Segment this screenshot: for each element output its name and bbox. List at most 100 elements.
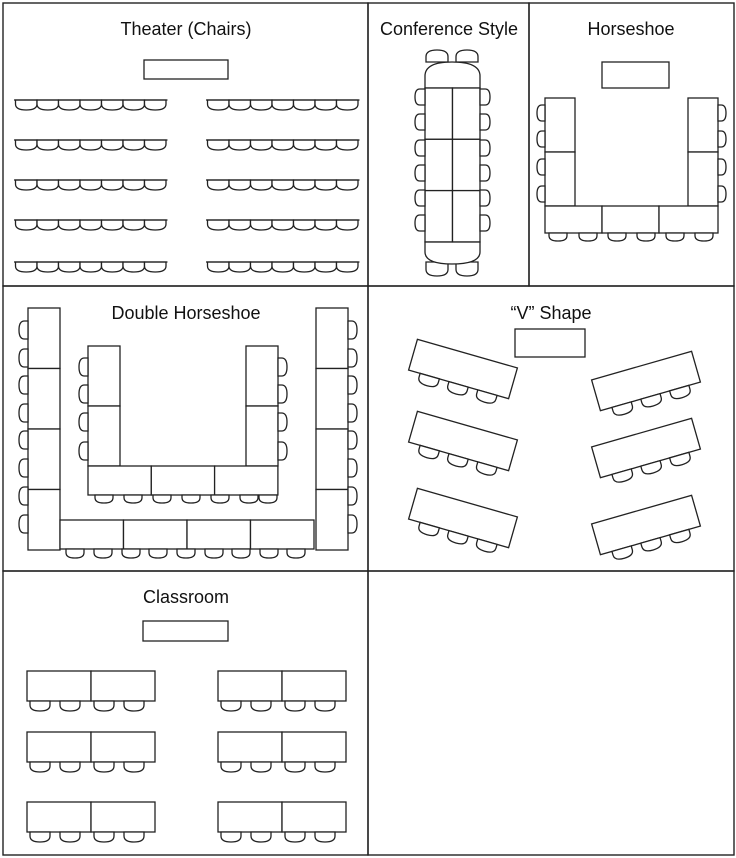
chair bbox=[122, 219, 146, 231]
chair bbox=[181, 494, 201, 504]
chair bbox=[347, 514, 358, 534]
table bbox=[544, 97, 576, 153]
chair bbox=[123, 761, 145, 773]
chair bbox=[29, 761, 51, 773]
chair bbox=[79, 219, 103, 231]
chair bbox=[347, 403, 358, 423]
chair bbox=[228, 261, 252, 273]
table bbox=[217, 670, 283, 702]
chair bbox=[18, 348, 29, 368]
table bbox=[27, 307, 61, 370]
chair bbox=[611, 401, 634, 416]
table bbox=[26, 801, 92, 833]
chair bbox=[122, 139, 146, 151]
chair bbox=[668, 384, 691, 400]
chair bbox=[18, 375, 29, 395]
chair bbox=[57, 99, 81, 111]
chair bbox=[475, 389, 498, 404]
table bbox=[544, 205, 603, 234]
chair bbox=[347, 348, 358, 368]
chair bbox=[536, 130, 546, 148]
chair bbox=[93, 831, 115, 843]
table bbox=[424, 189, 454, 243]
chair bbox=[536, 104, 546, 122]
table bbox=[59, 519, 125, 550]
chair bbox=[206, 139, 230, 151]
v-table-group bbox=[590, 350, 702, 416]
chair bbox=[259, 548, 279, 559]
chair bbox=[123, 494, 143, 504]
chair bbox=[314, 831, 336, 843]
table bbox=[601, 205, 660, 234]
chair bbox=[475, 538, 498, 553]
table bbox=[213, 465, 279, 496]
chair bbox=[228, 219, 252, 231]
chair bbox=[36, 261, 60, 273]
chair bbox=[206, 219, 230, 231]
chair bbox=[206, 261, 230, 273]
table bbox=[245, 345, 279, 407]
chair bbox=[123, 700, 145, 712]
chair bbox=[249, 139, 273, 151]
table bbox=[658, 205, 719, 234]
chair bbox=[277, 357, 288, 377]
chair bbox=[314, 261, 338, 273]
chair bbox=[717, 130, 727, 148]
chair bbox=[277, 441, 288, 461]
chair bbox=[59, 761, 81, 773]
table bbox=[87, 465, 152, 496]
table bbox=[217, 731, 283, 763]
chair bbox=[418, 372, 441, 388]
chair bbox=[143, 139, 167, 151]
chair bbox=[284, 831, 306, 843]
chair bbox=[314, 219, 338, 231]
chair bbox=[122, 179, 146, 191]
chair bbox=[271, 139, 295, 151]
chair bbox=[65, 548, 85, 559]
chair bbox=[479, 88, 491, 106]
chair bbox=[231, 548, 251, 559]
table bbox=[451, 138, 481, 192]
chair bbox=[314, 179, 338, 191]
chair bbox=[206, 99, 230, 111]
chair bbox=[57, 261, 81, 273]
double-horseshoe-seating bbox=[18, 307, 358, 559]
chair bbox=[536, 158, 546, 176]
chair bbox=[228, 139, 252, 151]
table bbox=[87, 345, 121, 407]
chair bbox=[250, 761, 272, 773]
chair bbox=[639, 536, 663, 552]
chair bbox=[148, 548, 168, 559]
chair bbox=[578, 232, 598, 242]
chair bbox=[425, 49, 449, 63]
table bbox=[544, 151, 576, 207]
head-table bbox=[142, 620, 229, 642]
chair bbox=[455, 261, 479, 277]
chair bbox=[292, 99, 316, 111]
chair bbox=[414, 164, 426, 182]
v-table-group bbox=[590, 494, 702, 560]
chair bbox=[475, 461, 498, 476]
chair bbox=[79, 179, 103, 191]
chair bbox=[100, 261, 124, 273]
table bbox=[186, 519, 252, 550]
chair bbox=[314, 139, 338, 151]
v-table-group bbox=[407, 338, 519, 404]
chair bbox=[414, 113, 426, 131]
chair bbox=[18, 320, 29, 340]
table bbox=[315, 367, 349, 430]
theater-title: Theater (Chairs) bbox=[120, 19, 251, 39]
horseshoe-title: Horseshoe bbox=[587, 19, 674, 39]
table bbox=[122, 519, 188, 550]
table bbox=[27, 428, 61, 491]
chair bbox=[479, 139, 491, 157]
table bbox=[281, 670, 347, 702]
table bbox=[424, 87, 454, 140]
conference-seating bbox=[414, 49, 491, 277]
chair bbox=[59, 831, 81, 843]
chair bbox=[123, 831, 145, 843]
chair bbox=[228, 99, 252, 111]
chair bbox=[176, 548, 196, 559]
table bbox=[281, 731, 347, 763]
chair bbox=[100, 179, 124, 191]
